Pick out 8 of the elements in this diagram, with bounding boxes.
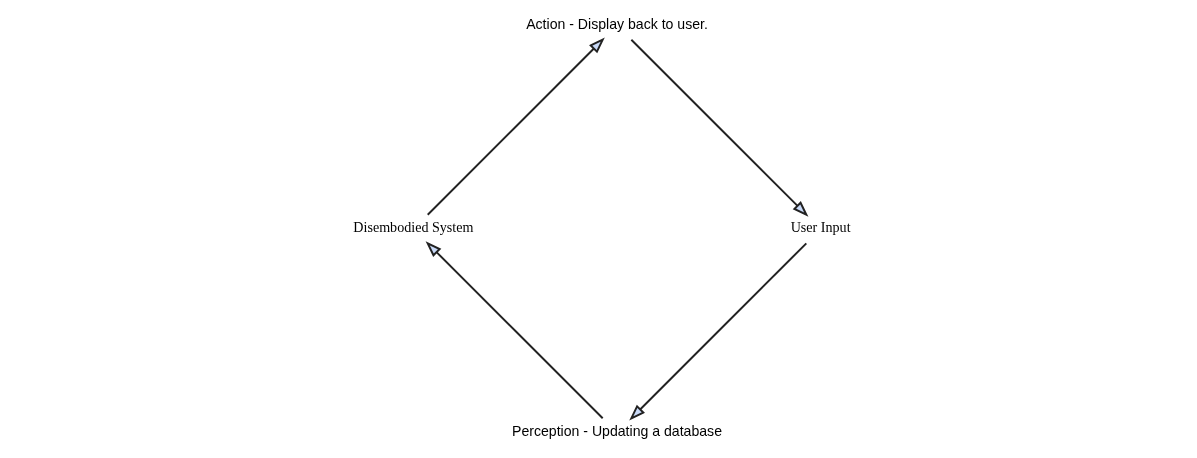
arrow xyxy=(425,241,604,420)
arrow xyxy=(629,38,808,217)
node-text: Perception - Updating a database xyxy=(511,423,722,440)
arrow xyxy=(426,37,605,216)
node-text: Disembodied System xyxy=(352,219,473,236)
node-text: Action - Display back to user. xyxy=(525,15,708,32)
arrow xyxy=(628,242,807,421)
node-text: User Input xyxy=(790,219,851,236)
